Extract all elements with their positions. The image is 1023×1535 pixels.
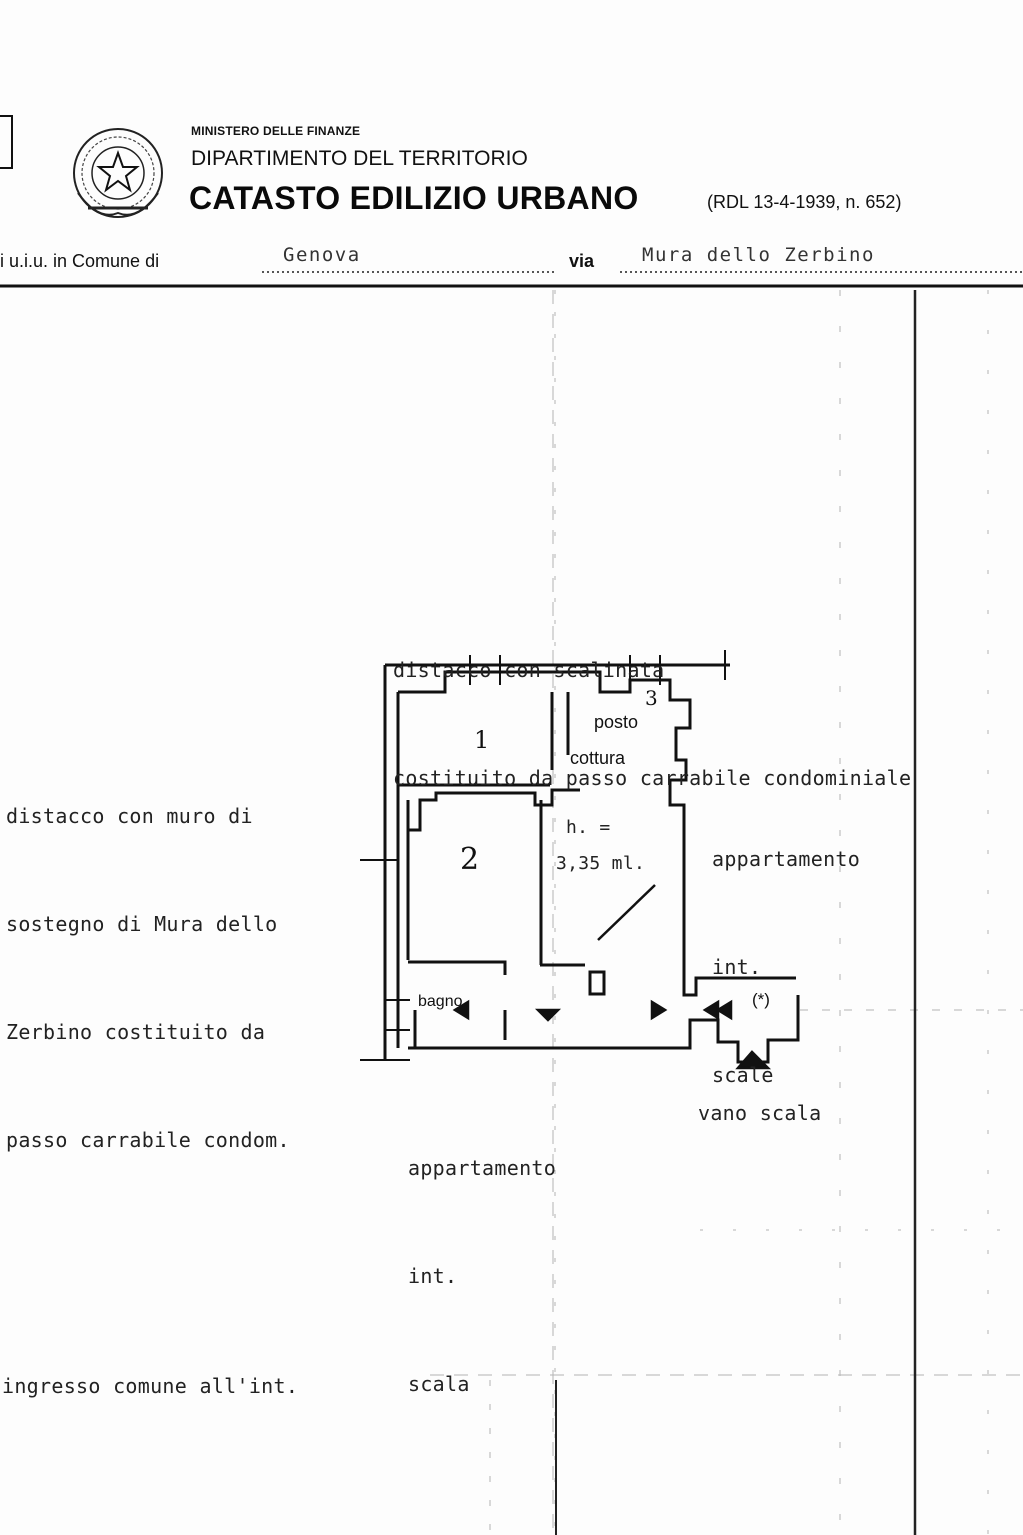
door-arrow-corridor-icon	[534, 1008, 562, 1022]
annotation-bottom-left: appartamento int. scala	[408, 1078, 556, 1474]
via-value: Mura dello Zerbino	[642, 244, 875, 266]
stair-well-label: vano scala	[698, 1101, 822, 1125]
room-2-label: 2	[460, 842, 480, 877]
kitchen-label-1: posto	[594, 712, 639, 732]
door-arrow-left-icon-2	[715, 999, 733, 1021]
annotation-left-line: passo carrabile condom.	[6, 1128, 290, 1152]
comune-value: Genova	[283, 244, 361, 266]
annotation-bottom-line: appartamento	[408, 1156, 557, 1180]
annotation-right-line: appartamento	[712, 847, 861, 871]
height-label-2: 3,35 ml.	[556, 853, 646, 874]
room-1-label: 1	[474, 726, 490, 754]
stair-arrow-icon	[735, 1050, 772, 1070]
plan-symbols	[452, 884, 772, 1070]
document-title: CATASTO EDILIZIO URBANO	[189, 180, 639, 216]
comune-label: i u.i.u. in Comune di	[0, 251, 160, 271]
height-label-1: h. =	[566, 817, 611, 838]
annotation-top-line: costituito da passo carrabile condominia…	[393, 766, 912, 790]
entrance-label: ingresso comune all'int.	[2, 1374, 299, 1398]
door-arrow-bath-icon	[452, 999, 470, 1021]
door-arrow-right-icon	[650, 999, 668, 1021]
left-frame-mark	[0, 115, 13, 169]
bath-label: bagno	[418, 993, 463, 1010]
annotation-left-line: sostegno di Mura dello	[6, 912, 278, 936]
annotation-top: distacco con scalinata costituito da pas…	[393, 580, 911, 868]
marker-label: (*)	[752, 990, 770, 1009]
kitchen-label-2: cottura	[570, 748, 626, 768]
ministry-label: MINISTERO DELLE FINANZE	[191, 124, 361, 138]
annotation-left: distacco con muro di sostegno di Mura de…	[6, 726, 290, 1230]
annotation-left-line: distacco con muro di	[6, 804, 253, 828]
annotation-right-line: int.	[712, 955, 762, 979]
annotation-bottom-line: int.	[408, 1264, 458, 1288]
room-3-label: 3	[645, 686, 658, 710]
floor-plan	[360, 650, 800, 1064]
annotation-right: appartamento int. scale	[712, 769, 860, 1165]
annotation-left-line: Zerbino costituito da	[6, 1020, 266, 1044]
annotation-bottom-line: scala	[408, 1372, 470, 1396]
annotation-top-line: distacco con scalinata	[393, 658, 665, 682]
via-label: via	[569, 251, 595, 271]
law-reference: (RDL 13-4-1939, n. 652)	[707, 192, 902, 212]
department-label: DIPARTIMENTO DEL TERRITORIO	[191, 147, 528, 170]
scan-grid	[430, 290, 1023, 1535]
annotation-right-line: scale	[712, 1063, 774, 1087]
entrance-arrow	[597, 884, 656, 941]
republic-emblem-icon	[73, 128, 163, 218]
